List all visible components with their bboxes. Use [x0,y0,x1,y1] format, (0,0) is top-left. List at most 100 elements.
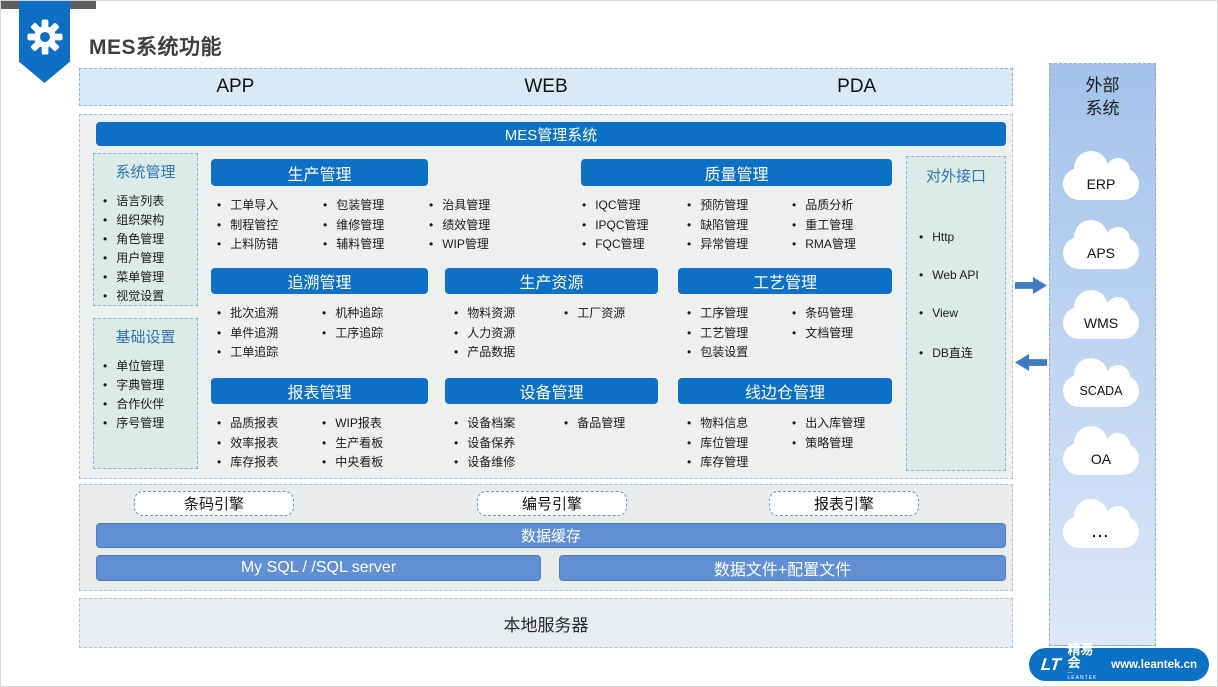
module-body: 物料信息库位管理库存管理出入库管理策略管理 [678,414,938,473]
module-body: 品质报表效率报表库存报表WIP报表生产看板中央看板 [211,414,537,473]
list-item: 单位管理 [103,357,197,376]
module-item: FQC管理 [582,235,687,255]
module-item: 机种追踪 [322,304,427,324]
module-item: 设备维修 [454,453,564,473]
module-column: 机种追踪工序追踪 [322,304,427,363]
list-item: 视觉设置 [103,287,197,306]
system-management-box: 系统管理 语言列表组织架构角色管理用户管理菜单管理视觉设置 [93,153,198,306]
module-item: RMA管理 [792,235,897,255]
module-item: 工厂资源 [564,304,674,324]
module-body: IQC管理IPQC管理FQC管理预防管理缺陷管理异常管理品质分析重工管理RMA管… [581,196,911,255]
data-cache-bar: 数据缓存 [96,523,1006,548]
module-lineside-warehouse: 线边仓管理 物料信息库位管理库存管理出入库管理策略管理 [678,378,938,473]
system-management-title: 系统管理 [115,164,176,181]
list-item: View [919,306,1005,320]
module-header: 质量管理 [581,159,892,186]
module-item: 上料防错 [217,235,323,255]
mes-system-header: MES管理系统 [96,122,1006,146]
module-item: 品质报表 [217,414,322,434]
module-column: 工厂资源 [564,304,674,363]
cloud-aps: APS [1063,220,1139,269]
module-header: 生产管理 [211,159,428,186]
module-item: 品质分析 [792,196,897,216]
module-column: 品质分析重工管理RMA管理 [792,196,897,255]
cloud-wms: WMS [1063,290,1139,339]
title-ribbon [19,1,70,83]
cloud-erp: ERP [1063,151,1139,200]
module-header: 设备管理 [445,378,658,404]
module-process: 工艺管理 工序管理工艺管理包装设置条码管理文档管理 [678,268,938,363]
module-body: 设备档案设备保养设备维修备品管理 [445,414,705,473]
brand-subname: — LEANTEK — [1067,670,1098,686]
module-header: 报表管理 [211,378,428,404]
module-item: 物料信息 [687,414,792,434]
module-item: 批次追溯 [217,304,322,324]
module-body: 批次追溯单件追溯工单追踪机种追踪工序追踪 [211,304,537,363]
list-item: 字典管理 [103,376,197,395]
module-item: WIP管理 [429,235,535,255]
module-column: WIP报表生产看板中央看板 [322,414,427,473]
module-item: 包装管理 [323,196,429,216]
basic-settings-box: 基础设置 单位管理字典管理合作伙伴序号管理 [93,318,198,469]
list-item: 用户管理 [103,249,197,268]
module-header: 生产资源 [445,268,658,294]
module-column: 出入库管理策略管理 [792,414,897,473]
page-title: MES系统功能 [89,36,223,59]
module-item: IQC管理 [582,196,687,216]
brand-name: 精易会 [1067,642,1094,670]
module-reports: 报表管理 品质报表效率报表库存报表WIP报表生产看板中央看板 [211,378,537,473]
cloud-label: WMS [1083,315,1119,331]
list-item: 合作伙伴 [103,395,197,414]
module-item: 中央看板 [322,453,427,473]
module-item: 工单追踪 [217,343,322,363]
external-interface-title: 对外接口 [925,168,986,185]
module-item: 工单导入 [217,196,323,216]
module-column: IQC管理IPQC管理FQC管理 [582,196,687,255]
list-item: Http [919,230,1005,244]
module-item: 出入库管理 [792,414,897,434]
list-item: 序号管理 [103,414,197,433]
module-item: 辅料管理 [323,235,429,255]
report-engine-box: 报表引擎 [769,491,919,516]
brand-logo-glyph: LT [1040,654,1062,674]
module-item: 备品管理 [564,414,674,434]
list-item: 组织架构 [103,211,197,230]
module-column: 物料信息库位管理库存管理 [687,414,792,473]
module-body: 工单导入制程管控上料防错包装管理维修管理辅料管理治具管理绩效管理WIP管理 [211,196,537,255]
numbering-engine-box: 编号引擎 [477,491,627,516]
brand-logo: LT 精易会 — LEANTEK — www.leantek.cn [1029,643,1209,686]
module-item: 单件追溯 [217,324,322,344]
module-item: 条码管理 [792,304,897,324]
module-item: 制程管控 [217,216,323,236]
module-quality: 质量管理 IQC管理IPQC管理FQC管理预防管理缺陷管理异常管理品质分析重工管… [581,159,911,255]
cloud-oa: OA [1063,426,1139,475]
arrow-right-icon [1015,277,1047,294]
module-item: 设备保养 [454,434,564,454]
system-management-list: 语言列表组织架构角色管理用户管理菜单管理视觉设置 [94,192,197,306]
list-item: 角色管理 [103,230,197,249]
module-column: 物料资源人力资源产品数据 [454,304,564,363]
module-item: 异常管理 [687,235,792,255]
module-item: 维修管理 [323,216,429,236]
module-item: IPQC管理 [582,216,687,236]
module-item: 工序追踪 [322,324,427,344]
module-item: 策略管理 [792,434,897,454]
cloud-label: APS [1086,245,1115,261]
cloud-scada: SCADA [1063,358,1139,407]
cloud-label: ERP [1086,176,1116,192]
module-production-resources: 生产资源 物料资源人力资源产品数据工厂资源 [445,268,705,363]
module-item: 人力资源 [454,324,564,344]
list-item: DB直连 [919,344,1005,361]
module-item: 物料资源 [454,304,564,324]
module-column: 品质报表效率报表库存报表 [217,414,322,473]
external-interface-list: HttpWeb APIViewDB直连 [907,230,1005,361]
module-header: 工艺管理 [678,268,892,294]
module-column: 条码管理文档管理 [792,304,897,363]
module-item: WIP报表 [322,414,427,434]
channel-label: APP [216,76,255,97]
local-server-bar: 本地服务器 [79,598,1013,648]
module-item: 库存报表 [217,453,322,473]
brand-url: www.leantek.cn [1111,658,1197,671]
